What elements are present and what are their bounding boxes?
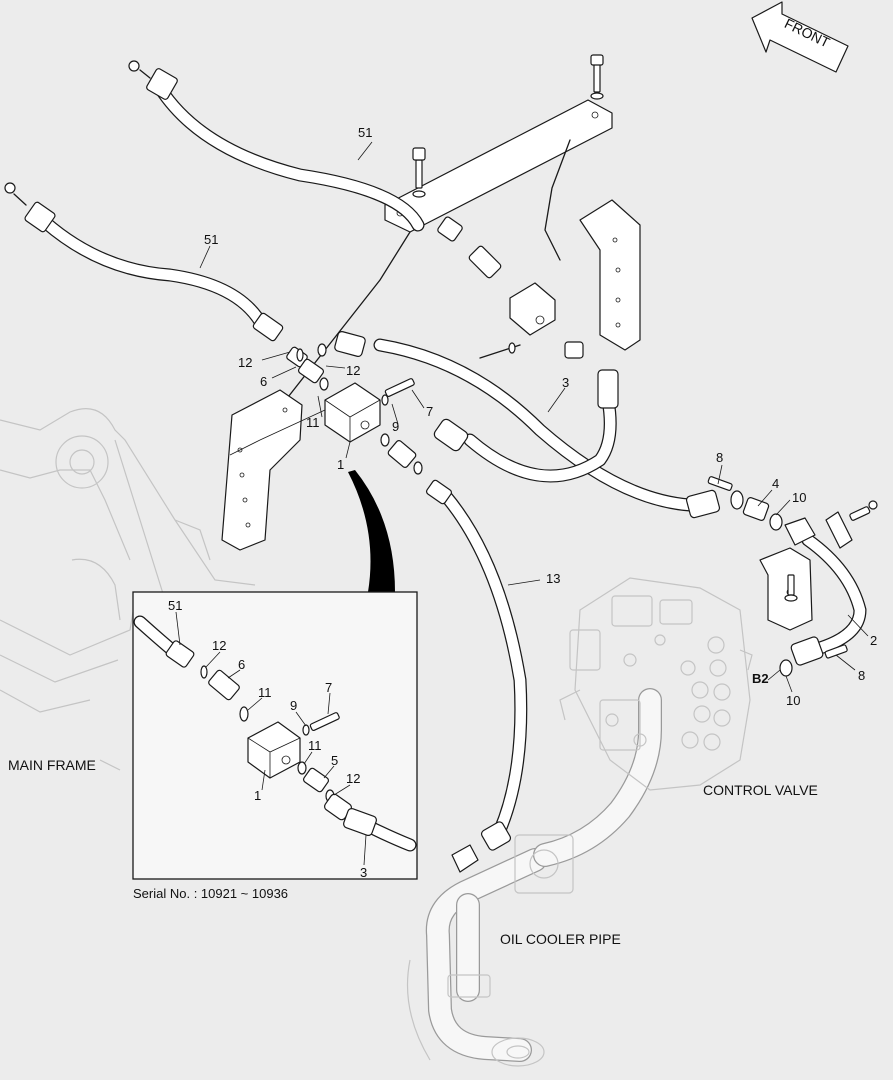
detail-inset: 51 12 6 11 9 7 11 5 12 1 3 bbox=[132, 591, 418, 880]
hose-51-lower bbox=[4, 182, 284, 342]
callout-port-b2: B2 bbox=[752, 671, 769, 686]
left-bracket bbox=[221, 389, 303, 551]
oil-cooler-pipe-caption: OIL COOLER PIPE bbox=[500, 931, 621, 947]
bolts-upper bbox=[412, 54, 798, 602]
callout-bolt-7: 7 bbox=[426, 404, 433, 419]
serial-number-caption: Serial No. : 10921 ~ 10936 bbox=[133, 886, 288, 901]
inset-callout-oring-11-top: 11 bbox=[258, 685, 272, 700]
detail-pointer-arrow bbox=[348, 470, 395, 592]
control-valve-body bbox=[559, 577, 753, 791]
control-valve-caption: CONTROL VALVE bbox=[703, 782, 818, 798]
callout-pipe-2: 2 bbox=[870, 633, 877, 648]
fittings-main-group bbox=[286, 343, 423, 475]
callout-bolt-8-bottom: 8 bbox=[858, 668, 865, 683]
inset-callout-hose-51: 51 bbox=[168, 598, 182, 613]
oil-cooler-pipe bbox=[406, 688, 662, 1067]
inset-callout-oring-12-bottom: 12 bbox=[346, 771, 360, 786]
hose-13 bbox=[425, 479, 528, 873]
upper-bracket-plate bbox=[254, 99, 613, 461]
callouts-main: 51 51 12 6 12 11 9 7 1 3 8 4 10 2 8 10 B… bbox=[204, 125, 877, 708]
callout-hose-3: 3 bbox=[562, 375, 569, 390]
callout-oring-11: 11 bbox=[306, 415, 320, 430]
callout-fitting-6: 6 bbox=[260, 374, 267, 389]
inset-callout-block-1: 1 bbox=[254, 788, 261, 803]
main-frame-caption: MAIN FRAME bbox=[8, 757, 96, 773]
callout-washer-9: 9 bbox=[392, 419, 399, 434]
callout-hose-51-lower: 51 bbox=[204, 232, 218, 247]
flange-fittings-right bbox=[707, 476, 878, 677]
front-direction-arrow: FRONT bbox=[751, 1, 849, 73]
inset-callout-oring-11-bottom: 11 bbox=[308, 738, 322, 753]
inset-callout-oring-12-top: 12 bbox=[212, 638, 226, 653]
pipe-2 bbox=[801, 533, 867, 655]
inset-callout-hose-3: 3 bbox=[360, 865, 367, 880]
right-bracket bbox=[579, 199, 641, 351]
callout-oring-10-bottom: 10 bbox=[786, 693, 800, 708]
hose-return bbox=[433, 369, 619, 483]
inset-callout-fitting-5: 5 bbox=[331, 753, 338, 768]
leader-lines bbox=[199, 141, 869, 693]
callout-hose-13: 13 bbox=[546, 571, 560, 586]
callout-bolt-8-top: 8 bbox=[716, 450, 723, 465]
callout-oring-12-b: 12 bbox=[346, 363, 360, 378]
hose-51-upper bbox=[128, 60, 425, 232]
callout-hose-51-upper: 51 bbox=[358, 125, 372, 140]
main-frame-outline bbox=[0, 408, 256, 771]
hose-3 bbox=[334, 331, 721, 519]
inset-callout-fitting-6: 6 bbox=[238, 657, 245, 672]
inset-callout-bolt-7: 7 bbox=[325, 680, 332, 695]
callout-block-1: 1 bbox=[337, 457, 344, 472]
block-1 bbox=[324, 382, 381, 443]
small-bracket bbox=[759, 547, 813, 631]
callout-flange-4: 4 bbox=[772, 476, 779, 491]
fittings-upper-group bbox=[437, 216, 584, 359]
callout-oring-12-a: 12 bbox=[238, 355, 252, 370]
inset-callout-washer-9: 9 bbox=[290, 698, 297, 713]
callout-oring-10-top: 10 bbox=[792, 490, 806, 505]
